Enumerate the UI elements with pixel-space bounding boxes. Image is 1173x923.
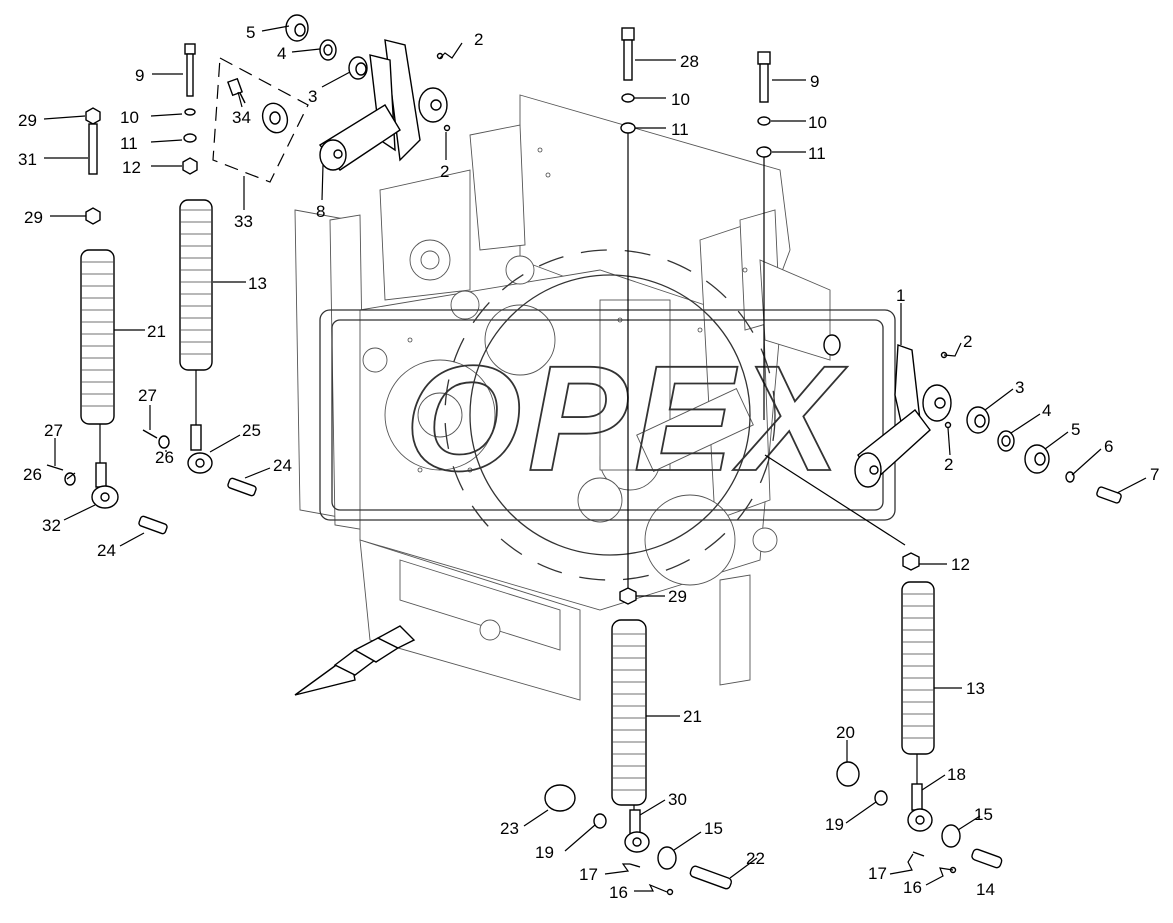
callout-16b: 16 <box>903 878 922 897</box>
callout-29c: 29 <box>668 587 687 606</box>
callout-15a: 15 <box>704 819 723 838</box>
callout-26b: 26 <box>23 465 42 484</box>
callout-2d: 2 <box>944 455 953 474</box>
callout-13a: 13 <box>248 274 267 293</box>
callout-34: 34 <box>232 108 251 127</box>
callout-27a: 27 <box>138 386 157 405</box>
callout-30: 30 <box>668 790 687 809</box>
left-spring-assembly-13 <box>142 43 257 497</box>
callout-3a: 3 <box>308 87 317 106</box>
callout-16a: 16 <box>609 883 628 902</box>
callout-2a: 2 <box>474 30 483 49</box>
callout-29b: 29 <box>24 208 43 227</box>
callout-28: 28 <box>680 52 699 71</box>
callout-17a: 17 <box>579 865 598 884</box>
callout-11c: 11 <box>808 144 826 163</box>
callout-9a: 9 <box>135 66 144 85</box>
callout-labels: 2 5 4 3 9 10 11 12 29 31 29 34 2 8 33 13… <box>18 23 1159 902</box>
callout-20: 20 <box>836 723 855 742</box>
callout-11a: 11 <box>120 134 138 153</box>
callout-6: 6 <box>1104 437 1113 456</box>
callout-19a: 19 <box>535 843 554 862</box>
callout-9b: 9 <box>810 72 819 91</box>
callout-23: 23 <box>500 819 519 838</box>
callout-11b: 11 <box>671 120 689 139</box>
callout-17b: 17 <box>868 864 887 883</box>
callout-12b: 12 <box>951 555 970 574</box>
middle-spring-assembly-21 <box>544 27 733 896</box>
callout-15b: 15 <box>974 805 993 824</box>
callout-27b: 27 <box>44 421 63 440</box>
left-bracket-assembly <box>212 14 451 183</box>
callout-18: 18 <box>947 765 966 784</box>
callout-14: 14 <box>976 880 995 899</box>
callout-22: 22 <box>746 849 765 868</box>
watermark-text: OPEX <box>405 334 848 502</box>
right-lever-assembly <box>764 334 1122 546</box>
left-spring-assembly-21 <box>46 107 168 535</box>
callout-29a: 29 <box>18 111 37 130</box>
right-spring-assembly-13 <box>836 552 1003 874</box>
callout-24a: 24 <box>273 456 292 475</box>
callout-4a: 4 <box>277 44 286 63</box>
callout-5b: 5 <box>1071 420 1080 439</box>
machine-frame <box>294 94 831 701</box>
callout-12a: 12 <box>122 158 141 177</box>
right-upper-bolt <box>756 51 772 420</box>
callout-8: 8 <box>316 202 325 221</box>
callout-5a: 5 <box>246 23 255 42</box>
callout-24b: 24 <box>97 541 116 560</box>
callout-10c: 10 <box>808 113 827 132</box>
callout-31: 31 <box>18 150 37 169</box>
callout-21b: 21 <box>683 707 702 726</box>
direction-arrow <box>294 625 416 696</box>
callout-2b: 2 <box>440 162 449 181</box>
callout-19b: 19 <box>825 815 844 834</box>
callout-33: 33 <box>234 212 253 231</box>
callout-10b: 10 <box>671 90 690 109</box>
callout-3b: 3 <box>1015 378 1024 397</box>
callout-32: 32 <box>42 516 61 535</box>
callout-7: 7 <box>1150 465 1159 484</box>
callout-13b: 13 <box>966 679 985 698</box>
opex-watermark: OPEX <box>319 249 896 581</box>
callout-1: 1 <box>896 286 905 305</box>
callout-25: 25 <box>242 421 261 440</box>
callout-4b: 4 <box>1042 401 1051 420</box>
callout-26a: 26 <box>155 448 174 467</box>
leader-lines <box>43 25 1147 893</box>
callout-10a: 10 <box>120 108 139 127</box>
callout-2c: 2 <box>963 332 972 351</box>
callout-21a: 21 <box>147 322 166 341</box>
